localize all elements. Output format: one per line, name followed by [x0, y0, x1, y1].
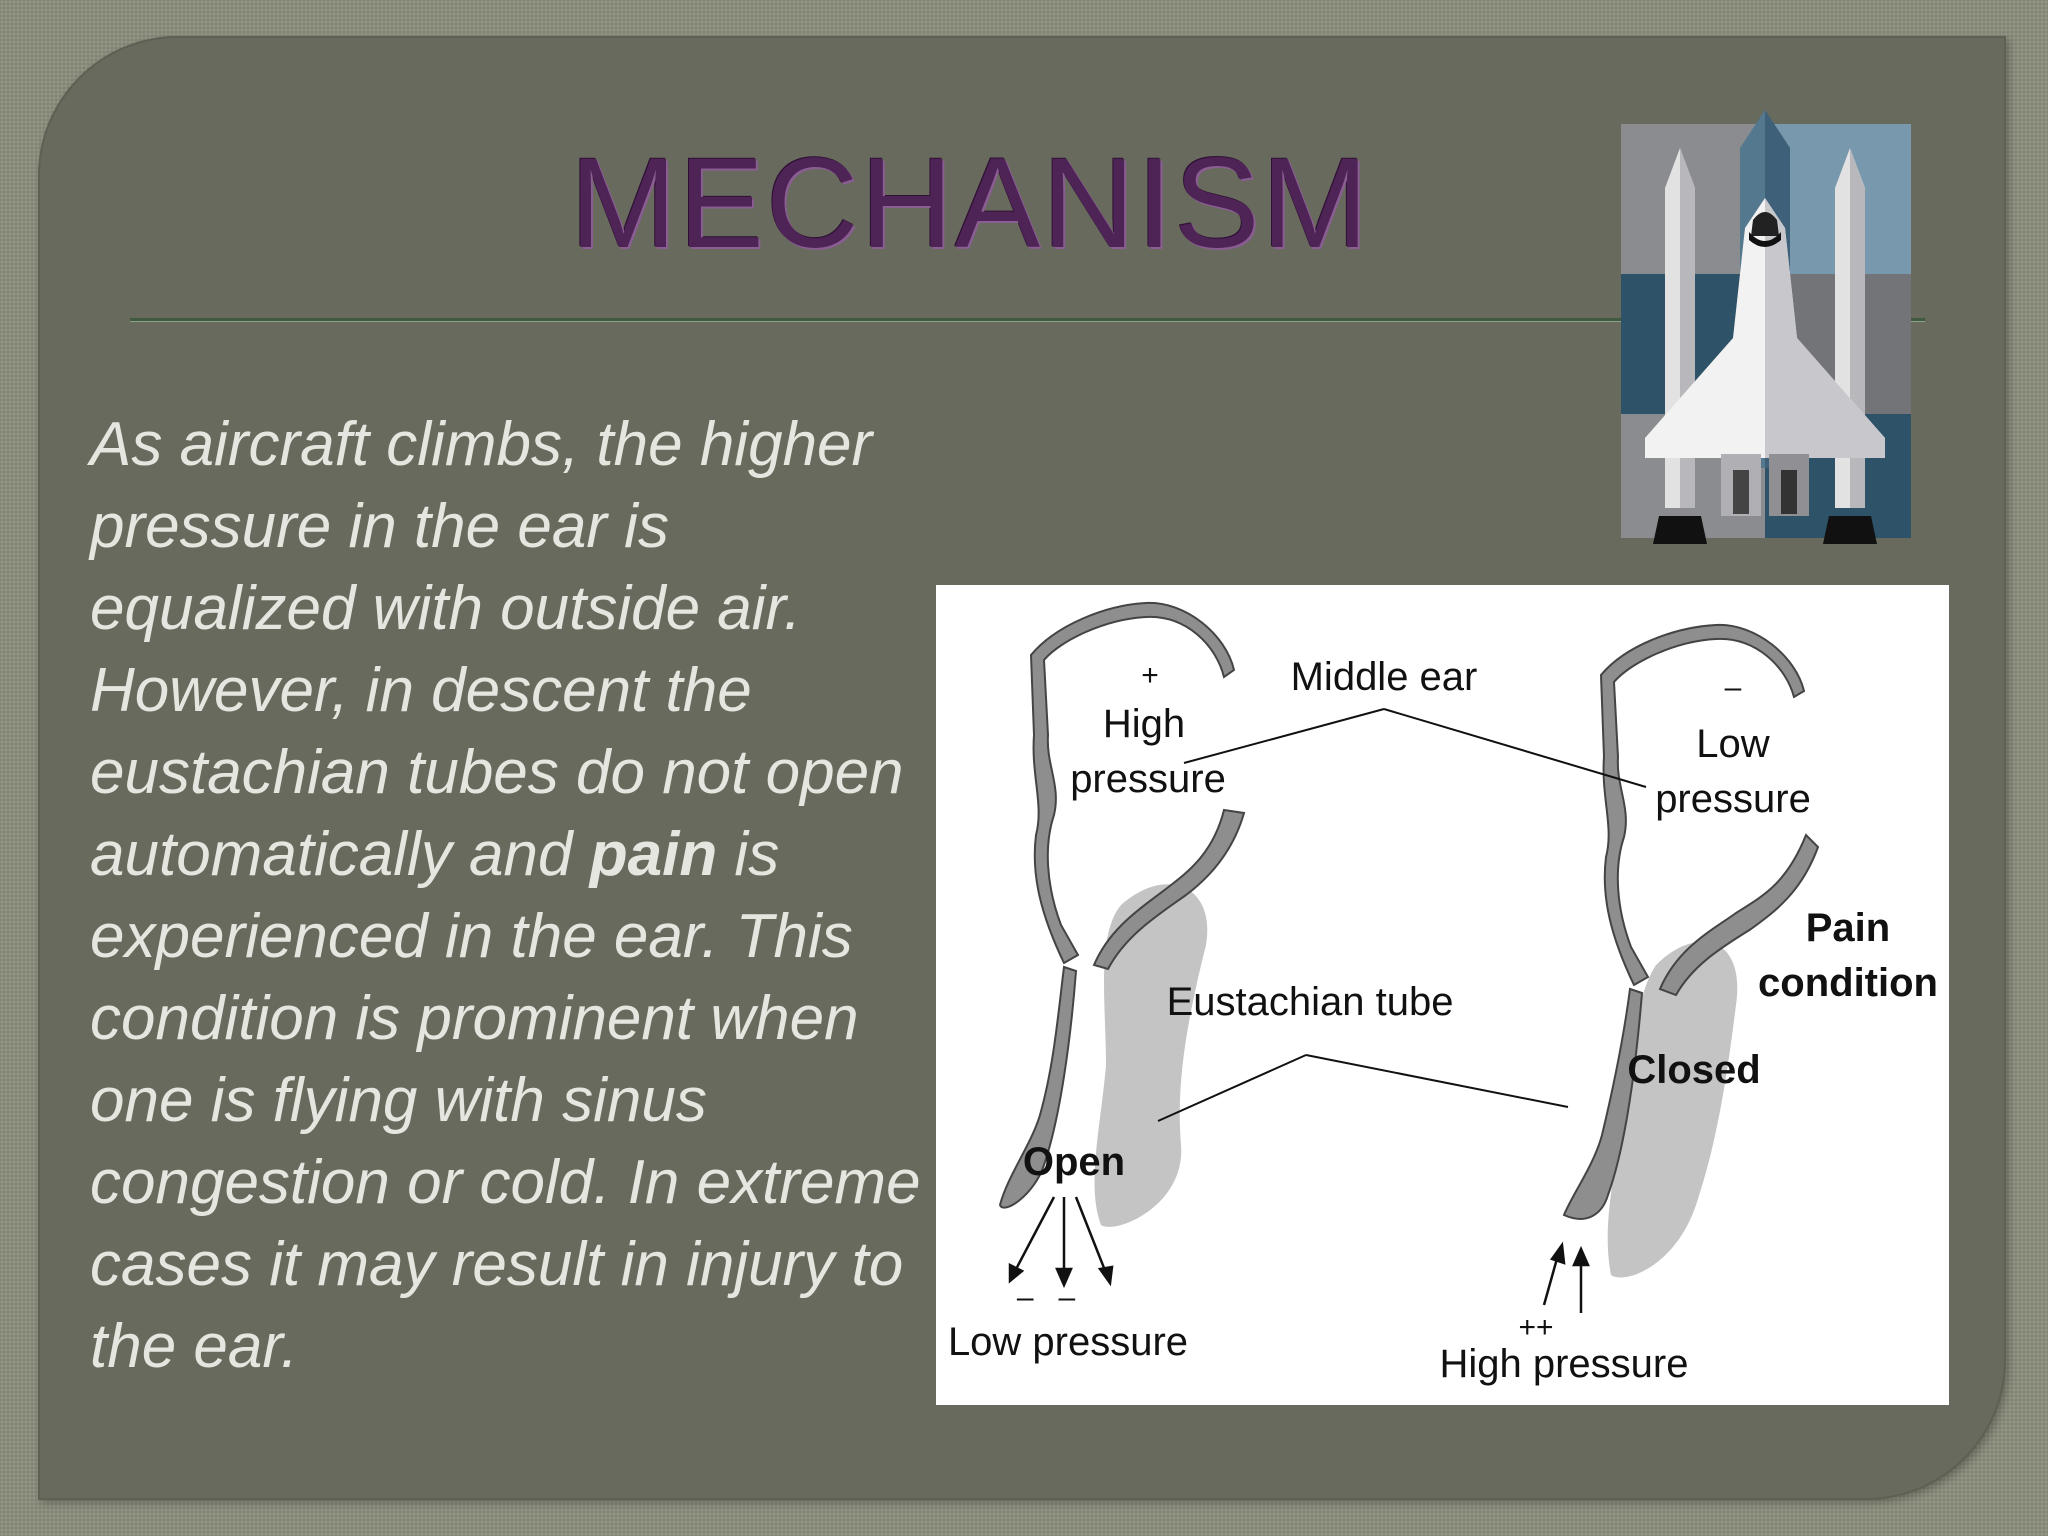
right-tube-upper-wall — [1658, 833, 1820, 997]
pain-condition-label-line2: condition — [1758, 961, 1938, 1005]
ear-pressure-diagram: + High pressure Middle ear – Low pressur… — [936, 585, 1949, 1405]
bottom-left-signs: – – — [1017, 1281, 1076, 1314]
right-pressure-label-line1: Low — [1696, 722, 1769, 766]
bottom-right-pressure-label: High pressure — [1439, 1342, 1688, 1386]
left-middle-ear-wall — [1029, 601, 1236, 965]
left-pressure-label-line2: pressure — [1070, 757, 1226, 801]
right-tube-lower-wall — [1562, 987, 1644, 1220]
bottom-left-pressure-label: Low pressure — [948, 1320, 1188, 1364]
right-pressure-label-line2: pressure — [1655, 777, 1811, 821]
leader-lines — [1157, 708, 1647, 1122]
space-shuttle-icon — [1621, 110, 1911, 544]
left-tube-upper-wall — [1092, 808, 1246, 971]
inflow-arrows — [1542, 1241, 1590, 1313]
left-tube-lower-wall — [998, 965, 1078, 1209]
eustachian-tube-label: Eustachian tube — [1167, 980, 1454, 1024]
title-divider — [130, 318, 1925, 321]
left-eustachian-tube-shape — [1094, 884, 1208, 1227]
pain-condition-label-line1: Pain — [1806, 906, 1890, 950]
body-text-part-2: is experienced in the ear. This conditio… — [90, 820, 921, 1381]
bottom-right-signs: ++ — [1518, 1311, 1553, 1344]
open-label: Open — [1023, 1140, 1125, 1184]
body-text-emphasis: pain — [589, 820, 718, 889]
right-eustachian-tube-shape — [1607, 941, 1738, 1278]
left-pressure-sign: + — [1141, 659, 1159, 692]
outflow-arrows — [1008, 1196, 1114, 1289]
slide-title: MECHANISM — [569, 132, 1371, 275]
left-pressure-label-line1: High — [1103, 702, 1185, 746]
closed-label: Closed — [1627, 1048, 1760, 1092]
right-middle-ear-wall — [1599, 623, 1806, 987]
slide-body-text: As aircraft climbs, the higher pressure … — [90, 404, 940, 1388]
body-text-part-1: As aircraft climbs, the higher pressure … — [90, 410, 904, 889]
middle-ear-label: Middle ear — [1291, 655, 1478, 699]
right-pressure-sign: – — [1725, 671, 1742, 704]
